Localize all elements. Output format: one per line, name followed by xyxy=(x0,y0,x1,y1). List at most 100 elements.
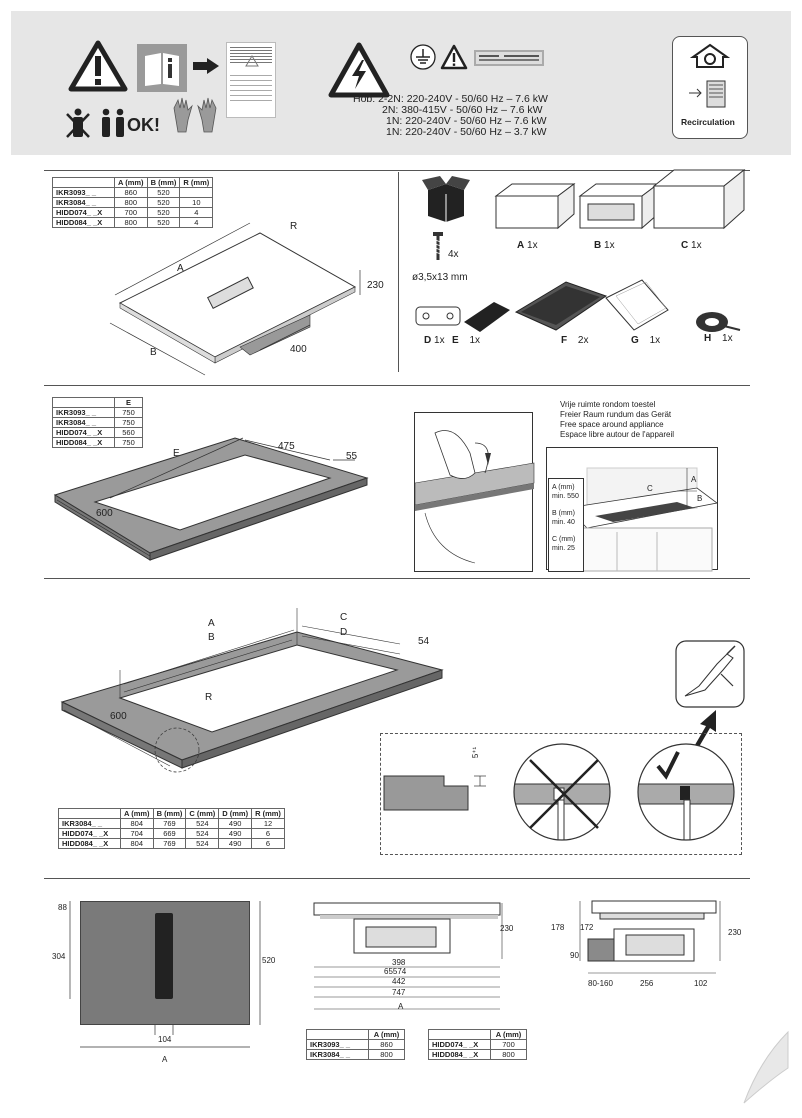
table-cell: 804 xyxy=(120,838,154,849)
free-space-line: Freier Raum rundum das Gerät xyxy=(560,410,672,419)
dim-102: 102 xyxy=(694,979,708,988)
table-cell: HIDD084_ _X xyxy=(58,838,121,849)
dim-54: 54 xyxy=(418,636,430,647)
dimensions-table-4a: A (mm) IKR3093_ _860 IKR3084_ _800 xyxy=(306,1029,405,1060)
table-cell: 669 xyxy=(152,828,187,839)
dim-104: 104 xyxy=(158,1035,172,1044)
clearance-label: C (mm) xyxy=(552,536,576,543)
screw-icon xyxy=(433,232,443,260)
table-cell: 520 xyxy=(146,197,181,208)
table-cell: 4 xyxy=(179,217,214,228)
table-header: R (mm) xyxy=(251,808,285,819)
recirculation-label: Recirculation xyxy=(681,117,735,127)
power-spec-line: Hob: 2-2N: 220-240V - 50/60 Hz – 7.6 kW xyxy=(353,93,548,105)
table-header: A (mm) xyxy=(114,177,148,188)
table-cell: 524 xyxy=(185,818,220,829)
table-cell: 800 xyxy=(490,1049,527,1060)
box-icon xyxy=(422,176,470,222)
dim-R: R xyxy=(290,221,298,232)
clearance-room-illustration: A B C xyxy=(546,447,718,572)
clearance-values: A (mm) min. 550 B (mm) min. 40 C (mm) mi… xyxy=(548,478,584,572)
table-cell: 704 xyxy=(120,828,154,839)
dim-230: 230 xyxy=(367,280,384,291)
top-view-dimension-lines xyxy=(69,901,261,1048)
small-warning-icon xyxy=(440,44,468,70)
clearance-value: min. 25 xyxy=(552,545,575,552)
table-cell: 6 xyxy=(251,838,285,849)
part-label-D: D 1x xyxy=(424,335,445,346)
dim-A: A xyxy=(177,263,184,274)
table-cell: 750 xyxy=(114,437,143,448)
worktop-cutout-drawing-1 xyxy=(53,437,369,561)
bracket-part-d xyxy=(415,306,461,326)
dim-178: 178 xyxy=(551,923,565,932)
hob-perspective-drawing xyxy=(109,222,361,376)
earth-ground-icon xyxy=(410,44,436,70)
page-curl-icon xyxy=(743,1030,789,1104)
manual-part-g xyxy=(605,279,669,331)
table-cell: 750 xyxy=(114,407,143,418)
arrow-right-icon xyxy=(193,58,219,74)
dim-442: 442 xyxy=(392,977,406,986)
table-row: IKR3084_ _750 xyxy=(52,417,143,428)
no-single-person-icon xyxy=(66,108,90,138)
free-space-line: Vrije ruimte rondom toestel xyxy=(560,400,656,409)
table-cell: HIDD074_ _X xyxy=(428,1039,491,1050)
dimensions-table-3: A (mm) B (mm) C (mm) D (mm) R (mm) IKR30… xyxy=(58,808,285,849)
table-cell: 10 xyxy=(179,197,214,208)
clearance-label: A (mm) xyxy=(552,484,575,491)
part-label-F: F 2x xyxy=(561,335,589,346)
table-header: R (mm) xyxy=(179,177,214,188)
table-cell: IKR3084_ _ xyxy=(52,417,115,428)
dim-65574: 65574 xyxy=(384,967,407,976)
gasket-part-e xyxy=(464,302,510,332)
table-header: A (mm) xyxy=(120,808,154,819)
dim-55: 55 xyxy=(346,451,358,462)
screws-size: ø3,5x13 mm xyxy=(412,272,468,283)
warning-triangle-icon xyxy=(68,40,128,92)
clearance-value: min. 550 xyxy=(552,493,579,500)
table-cell: 750 xyxy=(114,417,143,428)
table-cell: IKR3093_ _ xyxy=(52,187,115,198)
hob-front-view xyxy=(313,902,503,1010)
table-header: A (mm) xyxy=(368,1029,405,1040)
gasket-application-illustration xyxy=(414,412,535,572)
power-specs: Hob: 2-2N: 220-240V - 50/60 Hz – 7.6 kW … xyxy=(353,94,548,138)
table-header xyxy=(52,397,115,408)
vent-slot xyxy=(155,913,173,999)
part-label-G: G 1x xyxy=(631,335,661,346)
hob-side-view xyxy=(579,900,721,974)
table-header xyxy=(428,1029,491,1040)
electric-hazard-icon xyxy=(328,42,390,98)
recirculation-box: Recirculation xyxy=(672,36,748,139)
table-header: C (mm) xyxy=(185,808,220,819)
table-cell: 860 xyxy=(368,1039,405,1050)
dim-E: E xyxy=(173,448,180,459)
duct-part-c xyxy=(652,168,746,230)
table-header: E xyxy=(114,397,143,408)
table-cell: HIDD084_ _X xyxy=(428,1049,491,1060)
dim-400: 400 xyxy=(290,344,307,355)
table-cell: 769 xyxy=(152,838,187,849)
power-spec-line: 1N: 220-240V - 50/60 Hz – 3.7 kW xyxy=(386,126,547,138)
power-spec-line: 1N: 220-240V - 50/60 Hz – 7.6 kW xyxy=(386,115,547,127)
duct-part-b xyxy=(578,183,660,230)
dim-304: 304 xyxy=(52,952,66,961)
table-cell: HIDD084_ _X xyxy=(52,217,115,228)
table-cell: 860 xyxy=(114,187,148,198)
filter-part-f xyxy=(514,281,608,331)
dim-398: 398 xyxy=(392,958,406,967)
section-divider xyxy=(44,170,750,171)
part-label-B: B 1x xyxy=(594,240,615,251)
table-cell: 490 xyxy=(218,838,253,849)
table-cell: 490 xyxy=(218,818,253,829)
dim-88: 88 xyxy=(58,903,67,912)
pointer-arrow-icon xyxy=(692,710,716,752)
two-persons-icon xyxy=(102,108,124,137)
